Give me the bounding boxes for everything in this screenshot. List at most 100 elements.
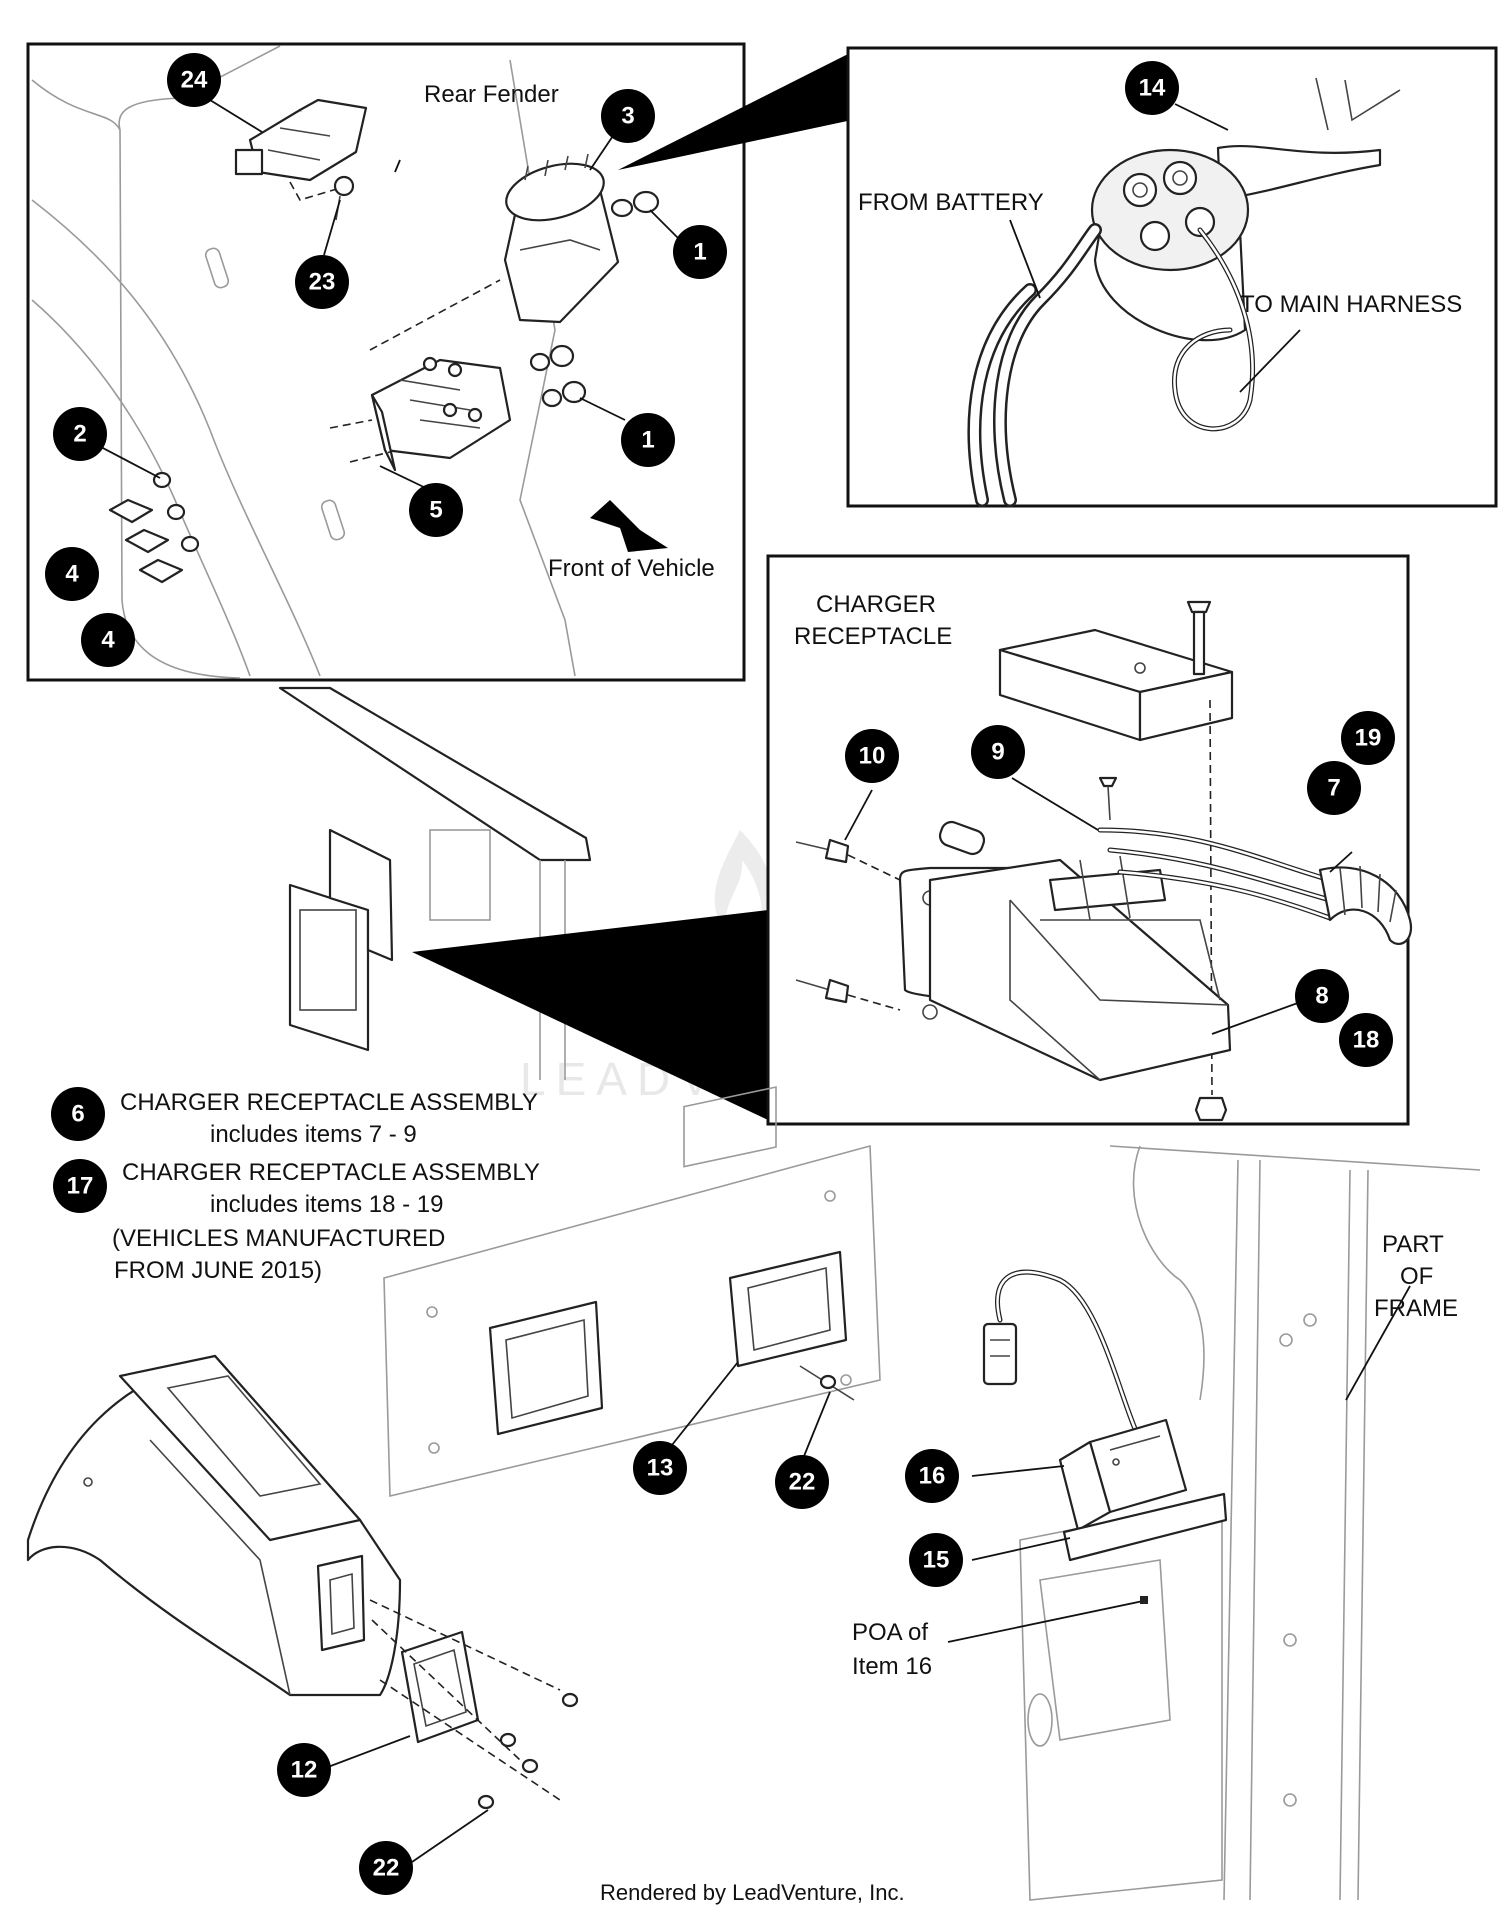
- fender-slot-upper: [204, 247, 230, 289]
- frame-detail-view: [947, 1145, 1481, 1901]
- callout-13: 13: [633, 1441, 687, 1495]
- credit-text: Rendered by LeadVenture, Inc.: [600, 1880, 905, 1905]
- callout-5: 5: [409, 483, 463, 537]
- leader-8: [1211, 999, 1307, 1035]
- frame-member-a: [1223, 1159, 1261, 1901]
- callout-19: 19: [1341, 711, 1395, 765]
- receptacle-cover-part: [998, 628, 1234, 742]
- fender-view: [26, 1354, 579, 1863]
- callout-1b: 1: [621, 413, 675, 467]
- leader-22b: [411, 1809, 489, 1863]
- leader-16: [971, 1465, 1065, 1477]
- small-screw-part: [1098, 776, 1118, 821]
- fender-part: [26, 1354, 402, 1697]
- front-of-vehicle-arrow: [590, 500, 668, 552]
- note-assembly17-title: CHARGER RECEPTACLE ASSEMBLY: [122, 1159, 540, 1186]
- note-assembly6-detail: includes items 7 - 9: [210, 1121, 417, 1148]
- solenoid-wiring-inset: [846, 46, 1498, 508]
- leader-23: [323, 199, 341, 256]
- label-front-of-vehicle: Front of Vehicle: [548, 555, 715, 582]
- callout-4b: 4: [81, 613, 135, 667]
- callout-1a: 1: [673, 225, 727, 279]
- svg-text:22: 22: [373, 1855, 400, 1882]
- leader-part-of-frame: [1345, 1285, 1411, 1401]
- fender-screws-part: [477, 1692, 579, 1810]
- leader-22a: [799, 1391, 831, 1467]
- callout-14: 14: [1125, 61, 1179, 115]
- svg-text:9: 9: [991, 739, 1004, 766]
- leader-10: [844, 789, 873, 841]
- callout-23: 23: [295, 255, 349, 309]
- label-rear-fender: Rear Fender: [424, 81, 559, 108]
- leader-7: [1329, 851, 1353, 873]
- leader-poa: [947, 1599, 1149, 1643]
- svg-text:18: 18: [1353, 1027, 1380, 1054]
- cover-screw-part: [1186, 600, 1212, 676]
- leader-1b: [579, 397, 626, 421]
- callout-24: 24: [167, 53, 221, 107]
- svg-text:13: 13: [647, 1455, 674, 1482]
- frame-rail-top: [278, 686, 592, 862]
- mounting-plate-part: [1062, 1492, 1228, 1562]
- contact-pins-part: [938, 820, 1167, 921]
- frame-hole: [1027, 1693, 1053, 1747]
- bottom-nut-part: [1194, 1096, 1228, 1122]
- svg-text:15: 15: [923, 1547, 950, 1574]
- callout-9: 9: [971, 725, 1025, 779]
- svg-text:16: 16: [919, 1463, 946, 1490]
- panel-opening-left: [488, 1300, 604, 1436]
- svg-text:14: 14: [1139, 75, 1166, 102]
- svg-text:5: 5: [429, 497, 442, 524]
- bracket-lines: [1315, 77, 1401, 131]
- frame-member-b: [1339, 1169, 1369, 1901]
- inline-connector-part: [982, 1322, 1018, 1386]
- svg-text:17: 17: [67, 1173, 94, 1200]
- note-assembly17-detail: includes items 18 - 19: [210, 1191, 443, 1218]
- charger-panel-view: [383, 1086, 881, 1498]
- svg-text:3: 3: [621, 103, 634, 130]
- receptacle-side-part: [288, 828, 394, 1052]
- svg-text:12: 12: [291, 1757, 318, 1784]
- fender-outline-left: [31, 79, 241, 679]
- fender-receptacle-opening: [316, 1554, 366, 1652]
- zoom-wedge-receptacle: [412, 910, 768, 1120]
- svg-text:2: 2: [73, 421, 86, 448]
- leader-rear-fender: [394, 159, 401, 173]
- panel-screw-part: [799, 1365, 855, 1401]
- svg-text:24: 24: [181, 67, 208, 94]
- svg-text:7: 7: [1327, 775, 1340, 802]
- leader-13: [667, 1361, 739, 1451]
- note-assembly6-title: CHARGER RECEPTACLE ASSEMBLY: [120, 1089, 538, 1116]
- fender-receptacle-bezel-part: [400, 1630, 480, 1744]
- washer-nut-part: [610, 190, 660, 218]
- svg-text:8: 8: [1315, 983, 1328, 1010]
- label-to-main-harness: TO MAIN HARNESS: [1240, 291, 1462, 318]
- svg-text:10: 10: [859, 743, 886, 770]
- callout-16: 16: [905, 1449, 959, 1503]
- leader-from-battery: [1009, 219, 1041, 299]
- bolt-lines: [329, 419, 391, 463]
- callout-3: 3: [601, 89, 655, 143]
- contactor-block-part: [370, 356, 512, 472]
- poa-marker: [1140, 1596, 1148, 1604]
- leader-12: [319, 1735, 411, 1771]
- label-part-of-frame-3: FRAME: [1374, 1295, 1458, 1322]
- note-assembly17-date1: (VEHICLES MANUFACTURED: [112, 1225, 445, 1252]
- fender-curve-inner: [31, 299, 251, 677]
- callout-22b: 22: [359, 1841, 413, 1895]
- label-part-of-frame-1: PART: [1382, 1231, 1444, 1258]
- leader-to-main-harness: [1239, 329, 1301, 393]
- frame-top-line: [1109, 1145, 1481, 1171]
- callout-15: 15: [909, 1533, 963, 1587]
- svg-text:22: 22: [789, 1469, 816, 1496]
- callout-10: 10: [845, 729, 899, 783]
- note-assembly17-date2: FROM JUNE 2015): [114, 1257, 322, 1284]
- panel-label-plate: [683, 1086, 777, 1168]
- callout-2: 2: [53, 407, 107, 461]
- panel-outline: [383, 1144, 881, 1498]
- zoom-wedge-solenoid: [618, 52, 852, 170]
- screws-part: [108, 471, 200, 584]
- leader-15: [971, 1537, 1071, 1561]
- fender-slot-lower: [320, 499, 346, 541]
- leader-14: [1174, 103, 1229, 131]
